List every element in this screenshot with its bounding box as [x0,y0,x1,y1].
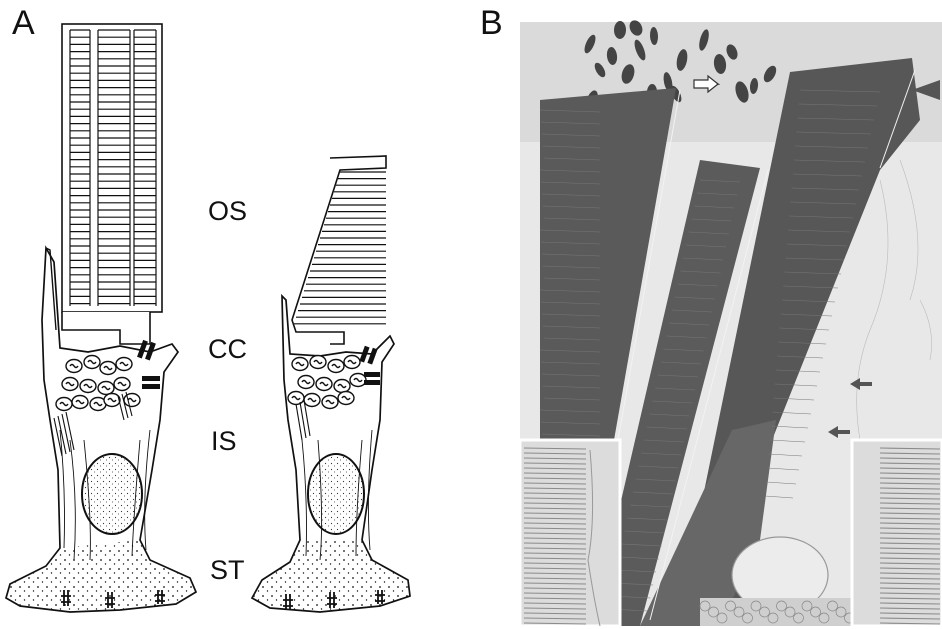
cone-cell [252,156,410,612]
electron-micrograph [520,18,942,626]
cone-outer-segment [292,156,386,344]
micrograph-inset-right [852,440,942,626]
rod-cell [6,24,196,612]
rod-outer-segment [62,24,162,312]
rod-nucleus [82,454,142,534]
cone-nucleus [308,454,364,534]
micrograph-inset-left [520,440,620,626]
